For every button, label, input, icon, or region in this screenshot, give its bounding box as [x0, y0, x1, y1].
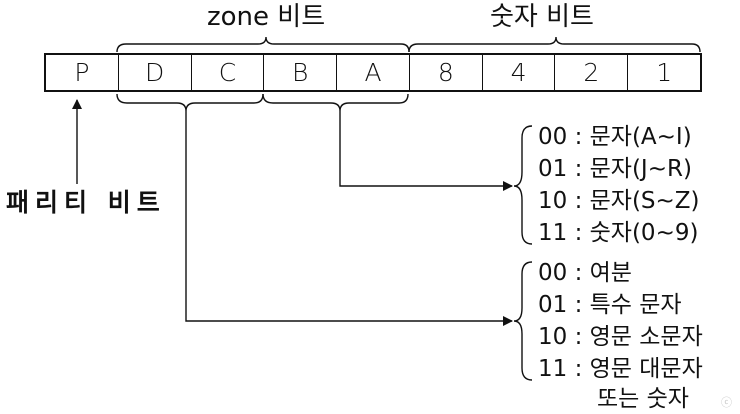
bit-cell-a: A [337, 55, 410, 90]
ba-code-10: 10 : 문자(S~Z) [538, 188, 700, 214]
bit-cell-4: 4 [483, 55, 556, 90]
ba-code-00: 00 : 문자(A~I) [538, 124, 692, 150]
bit-cell-8: 8 [410, 55, 483, 90]
dc-bits-brace [116, 93, 264, 112]
dc-arrow [185, 111, 513, 326]
bit-cell-b: B [264, 55, 338, 90]
bit-cell-p: P [46, 55, 119, 90]
bit-cell-2: 2 [555, 55, 629, 90]
zone-bits-label: zone 비트 [207, 2, 326, 32]
zone-bits-brace [116, 36, 410, 53]
bit-cell-row: P D C B A 8 4 2 1 [44, 53, 702, 92]
dc-code-00: 00 : 여분 [538, 260, 632, 286]
ba-code-01: 01 : 문자(J~R) [538, 156, 692, 182]
ba-arrow [339, 111, 513, 191]
watermark: ⓒ [721, 396, 732, 409]
bit-cell-1: 1 [656, 58, 673, 87]
ba-group-brace [513, 125, 533, 245]
dc-group-brace [513, 261, 533, 381]
bit-cell-c: C [192, 55, 265, 90]
dc-code-01: 01 : 특수 문자 [538, 292, 682, 318]
ba-code-11: 11 : 숫자(0~9) [538, 220, 699, 246]
dc-code-11-continued: 또는 숫자 [597, 386, 689, 412]
ba-bits-brace [262, 93, 409, 112]
digit-bits-brace [408, 36, 701, 53]
parity-bit-label: 패리티 비트 [6, 188, 166, 217]
digit-bits-label: 숫자 비트 [490, 2, 594, 32]
dc-code-10: 10 : 영문 소문자 [538, 324, 703, 350]
dc-code-11: 11 : 영문 대문자 [538, 356, 703, 382]
bit-cell-d: D [119, 55, 192, 90]
